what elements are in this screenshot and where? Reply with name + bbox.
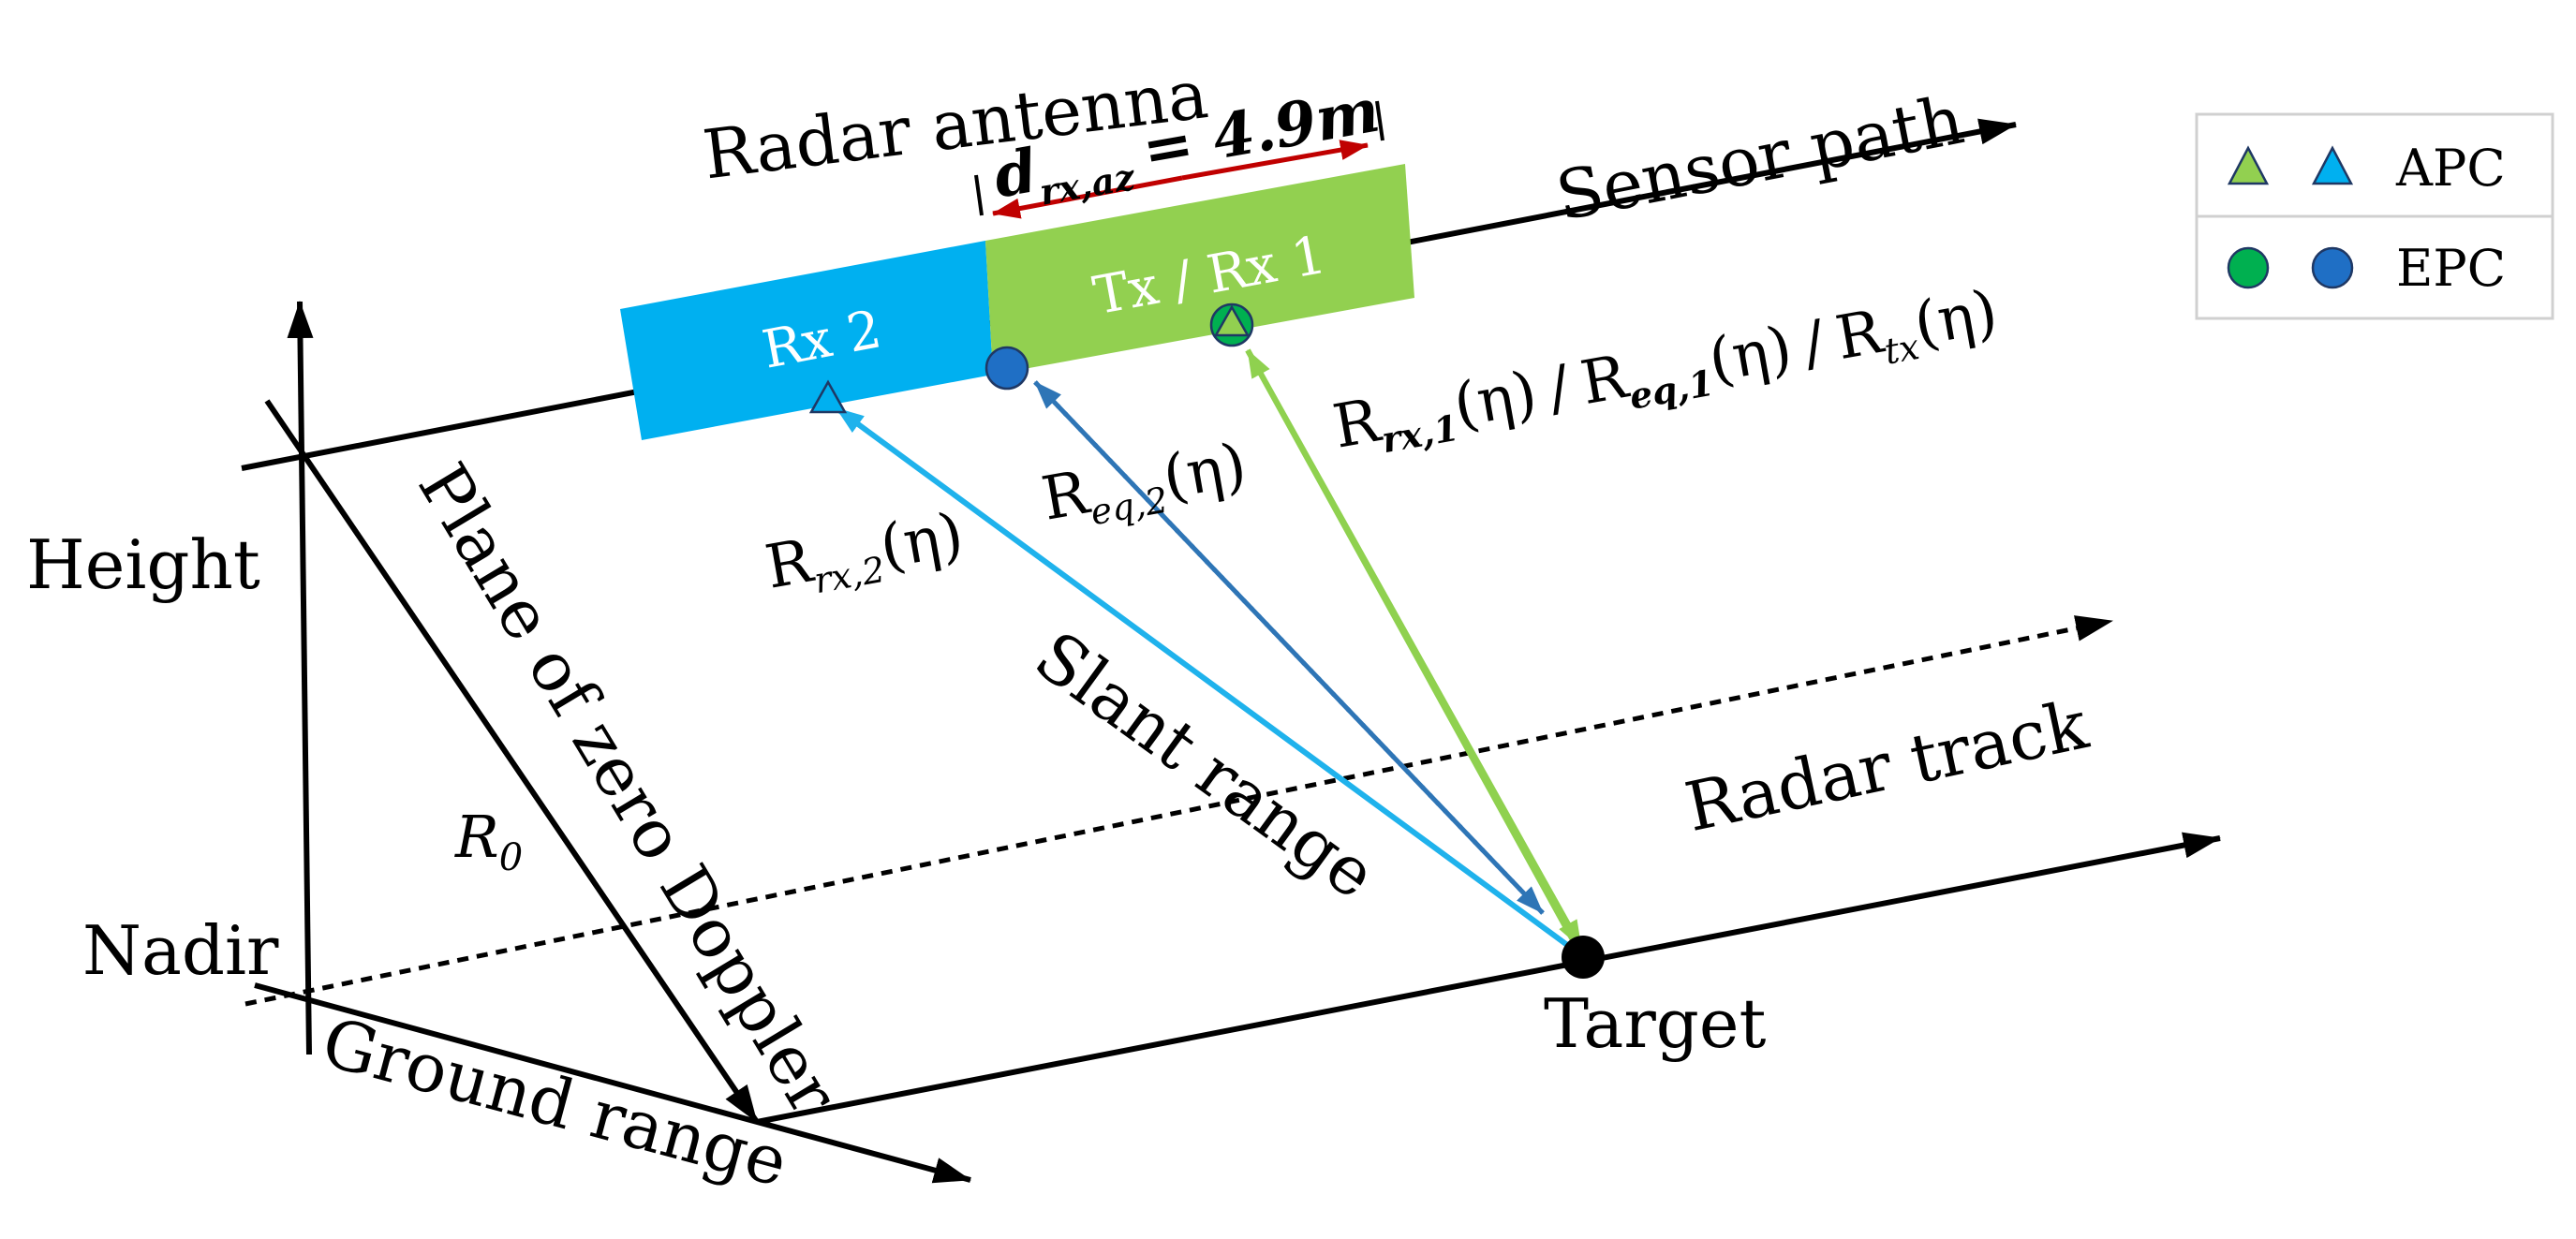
- rx2-apc-triangle: [808, 379, 848, 414]
- rx2-range-base: R: [761, 526, 819, 603]
- rx1-range-sub: rx,1: [1379, 406, 1462, 462]
- rx1-range-label: Rrx,1(η)/Req,1(η)/Rtx(η): [1328, 277, 2004, 468]
- legend-epc-blue-circle: [2311, 246, 2354, 289]
- rx1-range-base: R: [1328, 386, 1386, 463]
- rx2-range-arg: (η): [875, 500, 969, 583]
- zero-doppler-line: [264, 399, 760, 1124]
- dimension-subscript: rx,az: [1036, 155, 1139, 213]
- radar-antenna-label: Radar antenna: [699, 54, 1212, 194]
- sensor-path-label: Sensor path: [1550, 80, 1970, 235]
- radar-track-label: Radar track: [1679, 685, 2095, 847]
- rx1-range-arg: (η): [1448, 359, 1542, 441]
- height-axis: [287, 301, 314, 1055]
- target-label: Target: [1544, 984, 1766, 1063]
- slant-range-label: Slant range: [1021, 616, 1390, 914]
- eq2-range-label: Req,2(η): [1037, 431, 1252, 541]
- range-sep-1: /: [1543, 353, 1576, 425]
- eq1-range-base: R: [1576, 343, 1634, 420]
- dimension-tick-left: [974, 174, 984, 216]
- tx-rx1-antenna-panel: [985, 164, 1414, 375]
- radar-track-line: [244, 615, 2113, 1007]
- legend-apc-label: APC: [2395, 139, 2506, 198]
- rx2-range-sub: rx,2: [811, 549, 888, 602]
- legend-epc-green-circle: [2227, 246, 2270, 289]
- tx-range-arg: (η): [1909, 277, 2003, 360]
- dimension-tick-right: [1375, 100, 1384, 141]
- tx-rx1-apc-triangle: [1213, 304, 1251, 337]
- eq1-range-sub: eq,1: [1626, 361, 1717, 418]
- tx-range-sub: tx: [1881, 326, 1922, 373]
- ground-range-label: Ground range: [315, 1002, 796, 1202]
- eq2-epc-circle: [985, 346, 1029, 391]
- eq1-range-arg: (η): [1704, 314, 1798, 396]
- eq2-range-arg: (η): [1158, 431, 1251, 513]
- target-track-line: [756, 832, 2221, 1125]
- rx2-antenna-panel: [620, 241, 993, 440]
- r0-base: R: [454, 803, 499, 871]
- rx2-range-vector: [835, 406, 1583, 958]
- legend-epc-label: EPC: [2396, 239, 2506, 298]
- eq2-range-vector-back: [1033, 380, 1545, 915]
- target-point: [1562, 936, 1605, 979]
- tx-range-base: R: [1830, 298, 1888, 375]
- range-sep-2: /: [1798, 308, 1830, 380]
- legend-apc-blue-triangle: [2311, 145, 2354, 185]
- eq2-range-sub: eq,2: [1088, 479, 1171, 534]
- rx2-range-label: Rrx,2(η): [761, 500, 970, 610]
- dimension-arrow-right: [1181, 140, 1369, 181]
- ground-range-axis: [254, 982, 971, 1184]
- legend: APC EPC: [2195, 112, 2554, 320]
- r0-label: R0: [454, 803, 523, 879]
- eq2-range-base: R: [1037, 458, 1095, 535]
- height-label: Height: [26, 525, 260, 604]
- nadir-label: Nadir: [82, 911, 279, 990]
- rx1-range-vector-back: [1245, 348, 1584, 950]
- r0-sub: 0: [499, 836, 523, 879]
- legend-apc-green-triangle: [2227, 145, 2270, 185]
- dimension-arrow-left: [992, 175, 1183, 219]
